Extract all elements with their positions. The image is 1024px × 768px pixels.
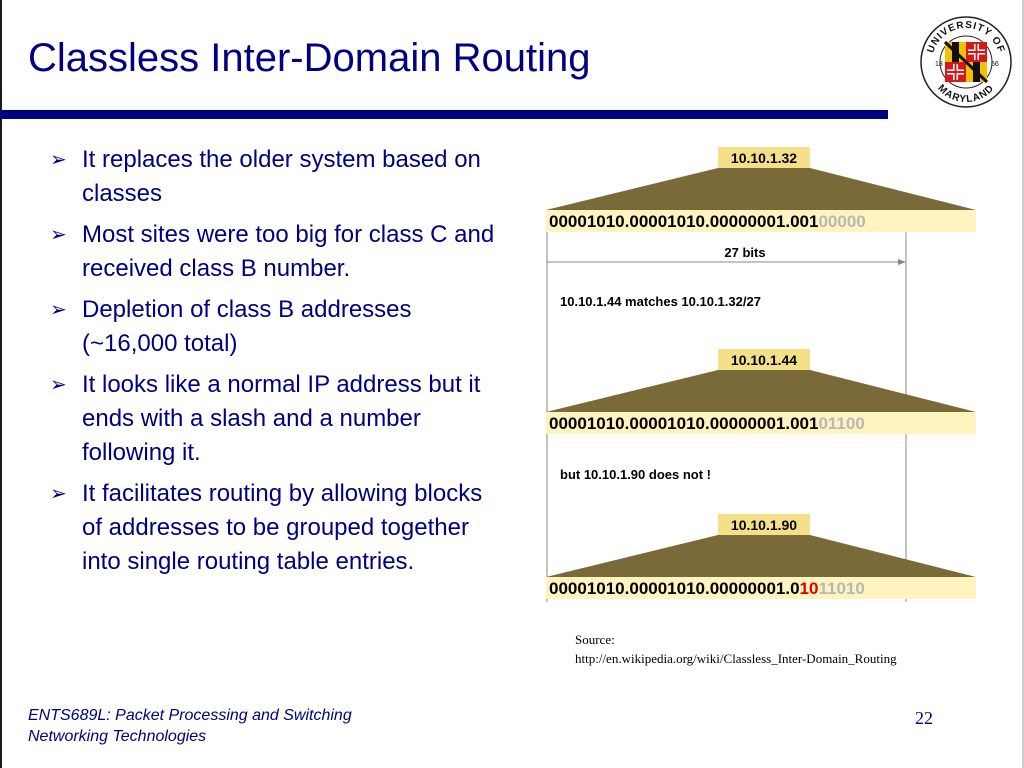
nomatch-text: but 10.10.1.90 does not ! xyxy=(560,467,711,482)
footer-course-line: ENTS689L: Packet Processing and Switchin… xyxy=(28,707,352,724)
seal-year-left: 18 xyxy=(935,61,943,68)
maryland-flag-emblem xyxy=(943,40,989,84)
bullet-item: ➢ It replaces the older system based on c… xyxy=(50,143,495,211)
bullet-text: Most sites were too big for class C and … xyxy=(82,221,495,282)
block-1-prefix: 00001010.00001010.00000001.001 xyxy=(549,212,818,231)
block-3-prefix: 00001010.00001010.00000001.0 xyxy=(549,579,800,598)
address-block-2: 10.10.1.44 00001010.00001010.00000001.00… xyxy=(546,349,976,434)
bullet-arrow-icon: ➢ xyxy=(50,374,67,396)
block-2-binary-box xyxy=(546,412,976,434)
block-2-ip-box xyxy=(718,349,810,370)
block-2-ip-label: 10.10.1.44 xyxy=(731,352,797,368)
source-label: Source: xyxy=(575,632,615,647)
bullet-arrow-icon: ➢ xyxy=(50,149,67,171)
block-3-prefix-mismatch: 10 xyxy=(800,579,819,598)
bullet-arrow-icon: ➢ xyxy=(50,224,67,246)
block-2-binary-text: 00001010.00001010.00000001.00101100 xyxy=(549,414,865,433)
slide-left-border xyxy=(0,0,2,768)
bullet-item: ➢ Depletion of class B addresses (~16,000… xyxy=(50,293,495,361)
university-seal-logo: UNIVERSITY OF MARYLAND 18 56 xyxy=(920,16,1012,108)
bullet-arrow-icon: ➢ xyxy=(50,299,67,321)
bits-label: 27 bits xyxy=(724,245,765,260)
match-text: 10.10.1.44 matches 10.10.1.32/27 xyxy=(560,294,761,309)
bullet-text: It replaces the older system based on cl… xyxy=(82,146,481,207)
title-underline-bar xyxy=(0,110,888,119)
block-1-ip-label: 10.10.1.32 xyxy=(731,150,797,166)
block-3-binary-box xyxy=(546,577,976,599)
block-1-suffix: 00000 xyxy=(818,212,865,231)
seal-year-right: 56 xyxy=(991,61,999,68)
bullet-item: ➢ Most sites were too big for class C and… xyxy=(50,218,495,286)
footer-subtitle-line: Networking Technologies xyxy=(28,728,207,745)
slide-footer: ENTS689L: Packet Processing and Switchin… xyxy=(28,705,352,747)
source-url: http://en.wikipedia.org/wiki/Classless_I… xyxy=(575,651,897,666)
block-2-prefix: 00001010.00001010.00000001.001 xyxy=(549,414,818,433)
address-block-1: 10.10.1.32 00001010.00001010.00000001.00… xyxy=(546,147,976,232)
bullet-item: ➢ It looks like a normal IP address but i… xyxy=(50,368,495,470)
block-2-suffix: 01100 xyxy=(818,414,864,433)
address-block-3: 10.10.1.90 00001010.00001010.00000001.01… xyxy=(546,514,976,599)
bullet-text: Depletion of class B addresses (~16,000 … xyxy=(82,296,412,357)
block-2-trapezoid xyxy=(546,370,976,412)
block-3-suffix: 11010 xyxy=(818,579,864,598)
slide-right-border xyxy=(1022,0,1024,768)
page-number: 22 xyxy=(915,708,933,728)
bullet-text: It looks like a normal IP address but it… xyxy=(82,371,481,466)
prefix-length-arrow: 27 bits xyxy=(547,245,906,265)
block-1-ip-box xyxy=(718,147,810,168)
bullet-arrow-icon: ➢ xyxy=(50,483,67,505)
block-1-trapezoid xyxy=(546,168,976,210)
block-3-ip-label: 10.10.1.90 xyxy=(731,517,797,533)
cidr-matching-diagram: 10.10.1.32 00001010.00001010.00000001.00… xyxy=(546,147,976,602)
bullet-text: It facilitates routing by allowing block… xyxy=(82,480,483,575)
block-1-binary-text: 00001010.00001010.00000001.00100000 xyxy=(549,212,866,231)
bullet-list: ➢ It replaces the older system based on c… xyxy=(50,143,495,586)
bullet-item: ➢ It facilitates routing by allowing bloc… xyxy=(50,477,495,579)
block-3-trapezoid xyxy=(546,535,976,577)
slide-title: Classless Inter-Domain Routing xyxy=(28,36,591,80)
block-1-binary-box xyxy=(546,210,976,232)
source-citation: Source: http://en.wikipedia.org/wiki/Cla… xyxy=(575,630,995,668)
block-3-ip-box xyxy=(718,514,810,535)
block-3-binary-text: 00001010.00001010.00000001.01011010 xyxy=(549,579,865,598)
